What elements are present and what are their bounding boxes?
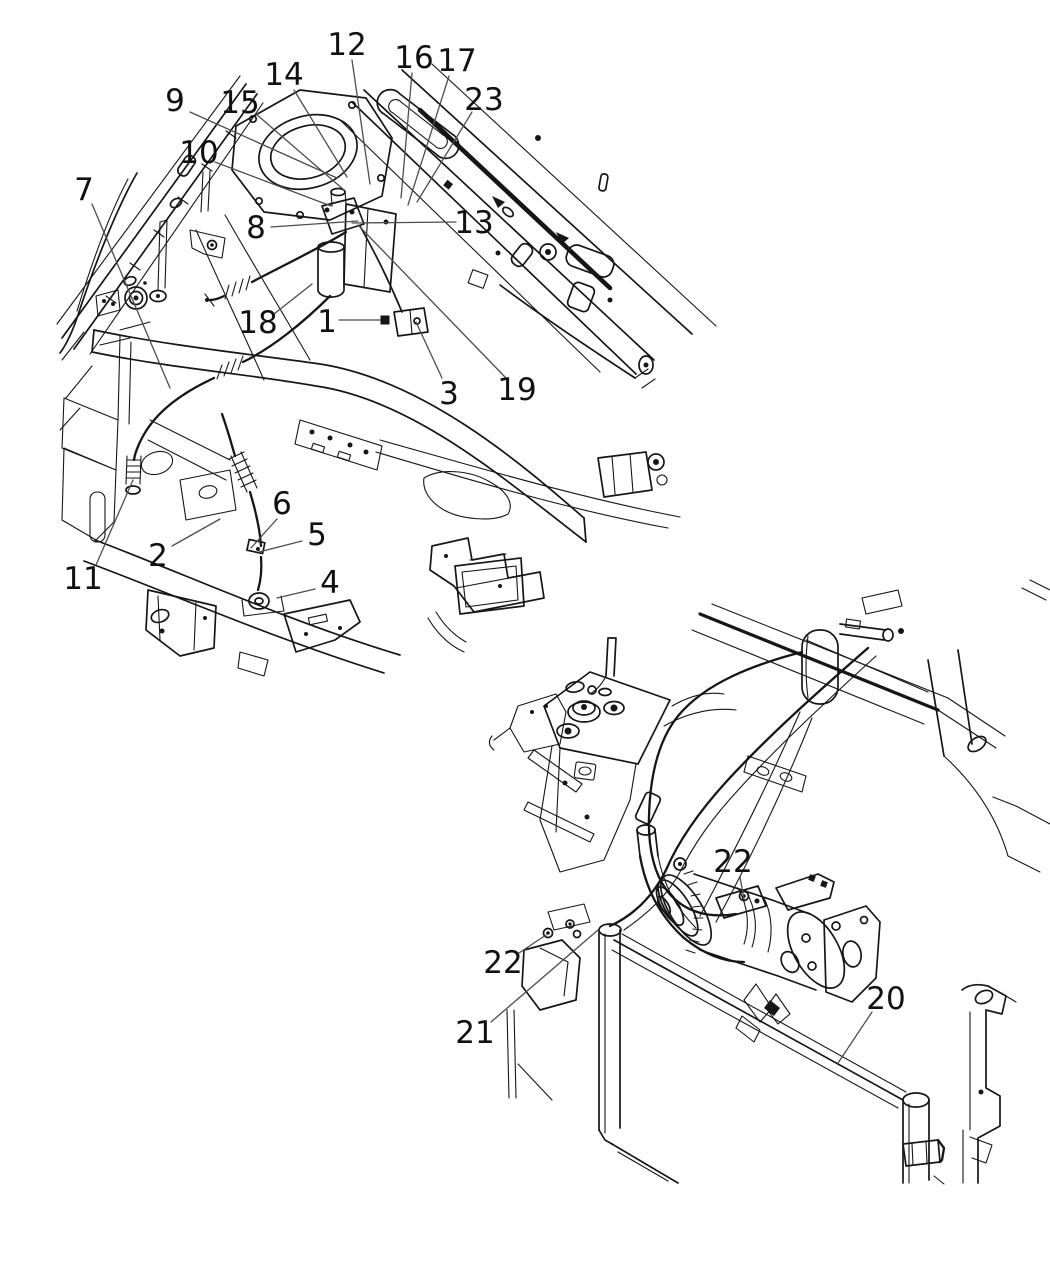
callout-leader-lines	[91, 59, 873, 1064]
callout-15: 15	[220, 85, 259, 121]
leader-line-5	[258, 540, 303, 553]
leader-line-6	[250, 518, 278, 549]
leader-line-9	[189, 111, 338, 179]
callout-14: 14	[264, 57, 303, 93]
callout-22b: 22	[713, 844, 752, 880]
leader-line-10	[214, 161, 332, 207]
callout-4: 4	[320, 565, 340, 601]
callout-7: 7	[74, 172, 94, 208]
leader-line-12	[351, 59, 371, 185]
callout-8: 8	[246, 210, 266, 246]
callout-3: 3	[439, 376, 459, 412]
leader-line-23	[416, 111, 473, 203]
leader-line-17	[407, 75, 450, 206]
leader-line-22b	[739, 876, 745, 900]
leader-line-14	[293, 89, 348, 178]
leader-line-7	[91, 203, 171, 389]
callout-18: 18	[238, 305, 277, 341]
callout-12: 12	[327, 27, 366, 63]
upper-view-line-art	[56, 63, 717, 677]
callout-22a: 22	[483, 945, 522, 981]
callout-19: 19	[497, 372, 536, 408]
leader-line-11	[95, 479, 134, 566]
callout-11: 11	[63, 561, 102, 597]
leader-line-20	[837, 1011, 873, 1064]
callout-2: 2	[148, 538, 168, 574]
callout-10: 10	[179, 135, 218, 171]
marker-1	[380, 315, 390, 325]
leader-line-16	[400, 72, 413, 199]
callout-9: 9	[165, 83, 185, 119]
callout-1: 1	[317, 304, 337, 340]
callout-17: 17	[437, 43, 476, 79]
leader-line-21	[490, 929, 599, 1023]
leader-line-18	[273, 283, 313, 315]
leader-line-13	[351, 221, 457, 224]
leader-line-2	[171, 518, 221, 547]
callout-6: 6	[272, 486, 292, 522]
callout-20: 20	[866, 981, 905, 1017]
callout-5: 5	[307, 517, 327, 553]
leader-line-4	[276, 588, 316, 599]
callout-21: 21	[455, 1015, 494, 1051]
leader-line-22a	[518, 934, 547, 954]
leader-line-8	[270, 220, 359, 228]
lower-view-line-art	[427, 537, 1050, 1185]
leader-line-19	[357, 224, 506, 378]
callout-13: 13	[454, 205, 493, 241]
leader-line-3	[415, 321, 443, 379]
callout-23: 23	[464, 82, 503, 118]
leader-line-15	[255, 113, 345, 191]
callout-16: 16	[394, 40, 433, 76]
